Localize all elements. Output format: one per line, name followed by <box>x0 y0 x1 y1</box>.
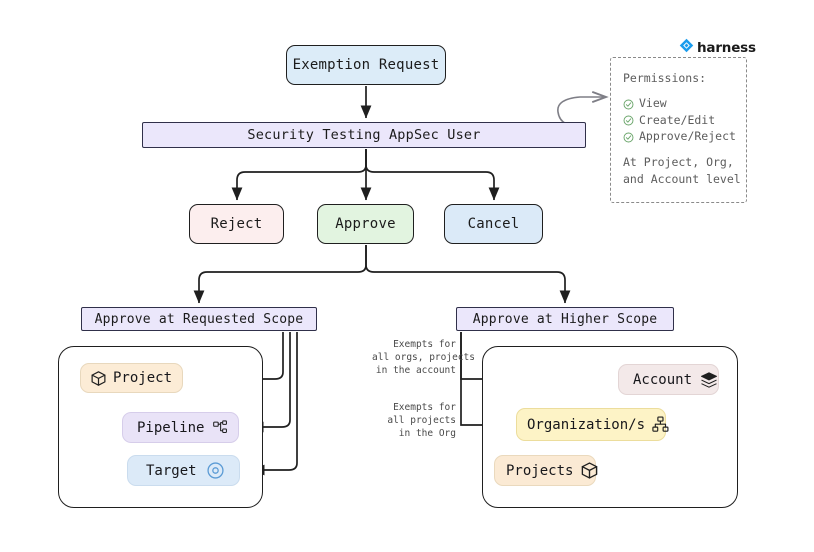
node-action-reject[interactable]: Reject <box>189 204 284 244</box>
target-circle-icon <box>206 461 225 480</box>
leaf-projects[interactable]: Projects <box>494 455 599 486</box>
edge-approve-to-requested-scope <box>193 245 367 304</box>
leaf-label: Target <box>146 462 197 479</box>
node-tree-icon <box>213 419 231 436</box>
node-action-cancel[interactable]: Cancel <box>444 204 543 244</box>
permission-item-approve-reject: Approve/Reject <box>623 128 746 144</box>
node-label: Approve at Requested Scope <box>94 311 304 327</box>
node-label: Exemption Request <box>292 57 440 73</box>
check-circle-icon <box>623 131 634 143</box>
leaf-label: Pipeline <box>137 419 205 436</box>
permissions-panel: Permissions: View Create/Edit <box>610 57 747 203</box>
leaf-account[interactable]: Account <box>618 364 719 395</box>
org-chart-icon <box>652 416 669 433</box>
node-action-approve[interactable]: Approve <box>317 204 414 244</box>
note-exempts-account: Exempts for all orgs, projects in the ac… <box>372 339 475 376</box>
leaf-project[interactable]: Project <box>80 363 183 393</box>
leaf-target[interactable]: Target <box>127 455 240 486</box>
cube-icon <box>90 370 107 387</box>
permission-label: Create/Edit <box>639 112 716 127</box>
permission-item-view: View <box>623 95 746 111</box>
node-approve-at-requested-scope[interactable]: Approve at Requested Scope <box>81 307 317 331</box>
node-label: Cancel <box>467 216 520 232</box>
permission-label: View <box>639 96 667 111</box>
cube-icon <box>580 461 599 480</box>
permission-label: Approve/Reject <box>639 128 736 143</box>
leaf-pipeline[interactable]: Pipeline <box>122 412 239 443</box>
node-label: Approve at Higher Scope <box>472 311 658 327</box>
check-circle-icon <box>623 114 634 126</box>
edge-approve-to-higher-scope <box>365 245 571 304</box>
node-label: Approve <box>335 216 396 232</box>
leaf-label: Account <box>633 371 693 388</box>
node-security-testing-appsec-user[interactable]: Security Testing AppSec User <box>142 122 586 148</box>
harness-diamond-icon <box>679 38 694 57</box>
permissions-title: Permissions: <box>623 71 707 85</box>
check-circle-icon <box>623 98 634 110</box>
permission-item-create-edit: Create/Edit <box>623 112 746 128</box>
node-exemption-request[interactable]: Exemption Request <box>286 45 446 85</box>
layers-icon <box>700 371 718 389</box>
leaf-label: Organization/s <box>527 416 646 433</box>
edge-actor-to-reject <box>231 149 367 201</box>
node-label: Reject <box>210 216 263 232</box>
node-approve-at-higher-scope[interactable]: Approve at Higher Scope <box>456 307 674 331</box>
note-exempts-org: Exempts for all projects in the Org <box>387 402 456 439</box>
leaf-label: Project <box>113 370 173 386</box>
leaf-organizations[interactable]: Organization/s <box>516 408 669 441</box>
harness-logo: harness <box>679 38 756 57</box>
permissions-footer: At Project, Org, and Account level <box>623 155 741 186</box>
node-label: Security Testing AppSec User <box>247 127 481 143</box>
harness-wordmark: harness <box>697 39 756 56</box>
edge-actor-to-cancel <box>365 149 500 201</box>
leaf-label: Projects <box>506 462 574 479</box>
